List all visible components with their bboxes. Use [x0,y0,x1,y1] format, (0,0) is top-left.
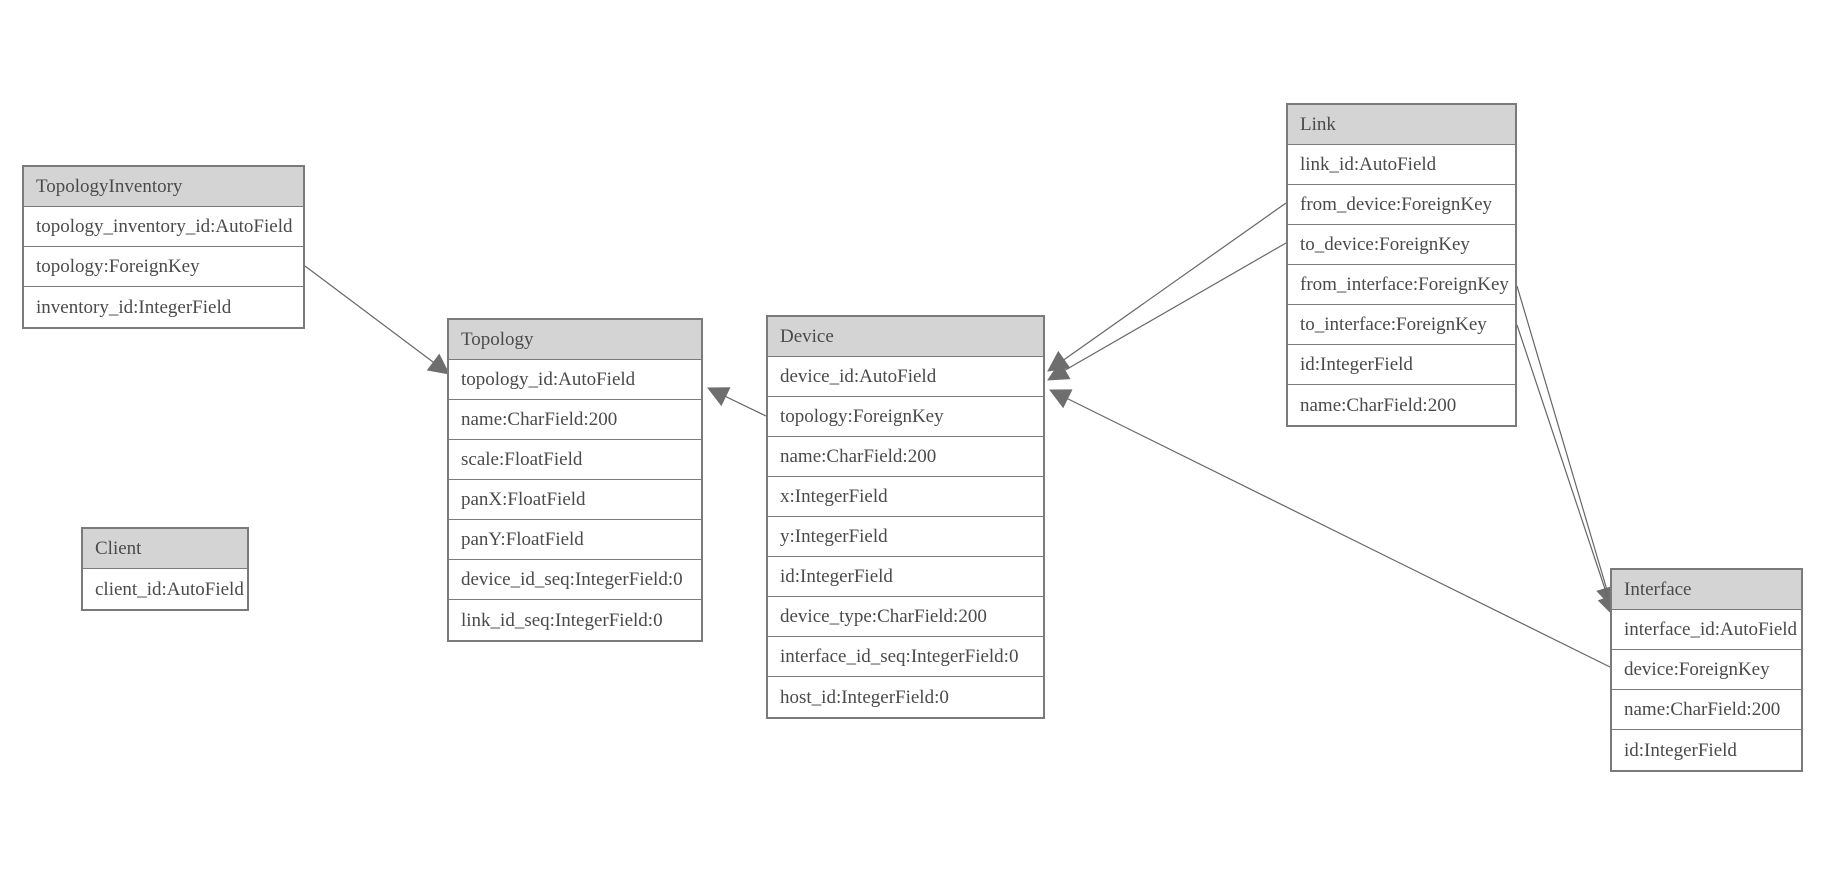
entity-title-topology-inventory: TopologyInventory [24,167,303,207]
entity-title-topology: Topology [449,320,701,360]
entity-field-device-2: name:CharField:200 [768,437,1043,477]
entity-title-client: Client [83,529,247,569]
entity-field-link-2: to_device:ForeignKey [1288,225,1515,265]
entity-field-device-1: topology:ForeignKey [768,397,1043,437]
relation-edge-link-from-device-to-device [1047,202,1287,372]
entity-title-interface: Interface [1612,570,1801,610]
entity-field-device-7: interface_id_seq:IntegerField:0 [768,637,1043,677]
entity-field-topology-5: device_id_seq:IntegerField:0 [449,560,701,600]
entity-field-device-0: device_id:AutoField [768,357,1043,397]
entity-field-topology-inventory-1: topology:ForeignKey [24,247,303,287]
entity-field-interface-3: id:IntegerField [1612,730,1801,770]
entity-field-topology-1: name:CharField:200 [449,400,701,440]
relation-edge-link-from-interface-to-interface [1516,285,1617,609]
relation-edge-link-to-device-to-device [1047,242,1287,381]
entity-field-interface-2: name:CharField:200 [1612,690,1801,730]
entity-title-device: Device [768,317,1043,357]
entity-field-topology-3: panX:FloatField [449,480,701,520]
entity-field-link-3: from_interface:ForeignKey [1288,265,1515,305]
entity-field-link-5: id:IntegerField [1288,345,1515,385]
entity-field-link-1: from_device:ForeignKey [1288,185,1515,225]
entity-field-link-4: to_interface:ForeignKey [1288,305,1515,345]
relation-edge-topologyinventory-topology-to-topology [304,265,450,375]
entity-field-topology-inventory-0: topology_inventory_id:AutoField [24,207,303,247]
entity-field-device-3: x:IntegerField [768,477,1043,517]
entity-field-interface-1: device:ForeignKey [1612,650,1801,690]
relation-edge-link-to-interface-to-interface [1516,324,1618,617]
relation-edge-device-topology-to-topology [707,387,767,417]
entity-field-device-5: id:IntegerField [768,557,1043,597]
entity-field-device-8: host_id:IntegerField:0 [768,677,1043,717]
entity-field-link-6: name:CharField:200 [1288,385,1515,425]
entity-field-topology-0: topology_id:AutoField [449,360,701,400]
entity-field-device-4: y:IntegerField [768,517,1043,557]
entity-field-topology-2: scale:FloatField [449,440,701,480]
entity-field-link-0: link_id:AutoField [1288,145,1515,185]
entity-field-interface-0: interface_id:AutoField [1612,610,1801,650]
relation-edge-interface-device-to-device [1049,389,1611,668]
entity-field-client-0: client_id:AutoField [83,569,247,609]
entity-field-topology-inventory-2: inventory_id:IntegerField [24,287,303,327]
entity-field-topology-6: link_id_seq:IntegerField:0 [449,600,701,640]
entity-title-link: Link [1288,105,1515,145]
entity-field-topology-4: panY:FloatField [449,520,701,560]
entity-field-device-6: device_type:CharField:200 [768,597,1043,637]
